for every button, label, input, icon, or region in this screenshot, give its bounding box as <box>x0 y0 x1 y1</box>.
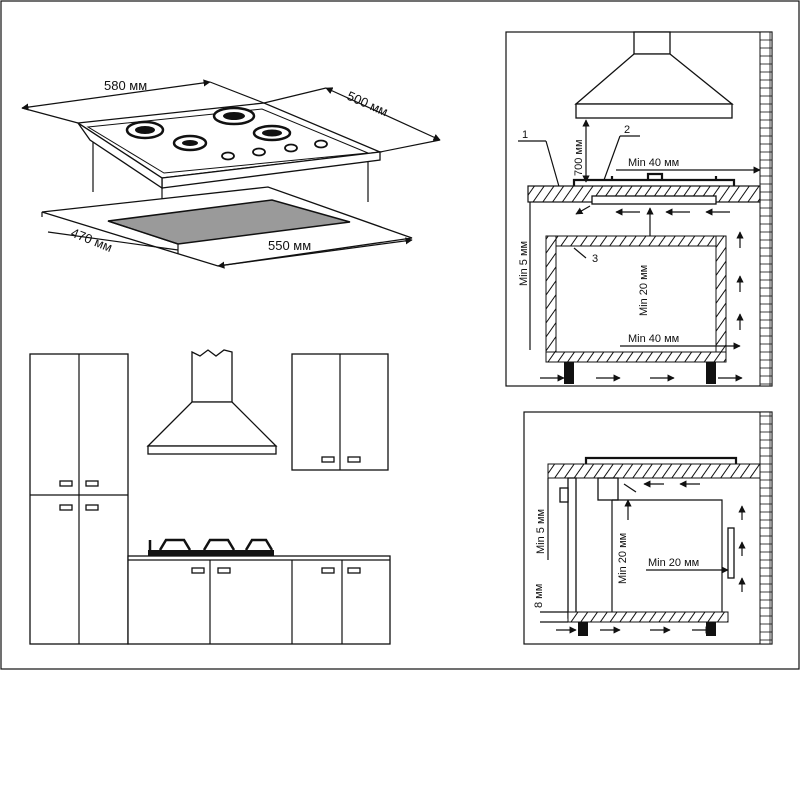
cutout-width-label: 550 мм <box>268 238 311 253</box>
cabinet-shelf-top <box>547 235 725 247</box>
hob-dimension-drawing: 580 мм 500 мм 470 мм 550 мм <box>21 78 441 269</box>
cabinet-floor-bottom <box>567 611 729 623</box>
installation-section-bottom: Min 5 мм Min 20 мм Min 20 мм 8 мм <box>523 411 773 645</box>
cabinet-side-bottom-left <box>567 477 577 619</box>
airflow-arrows-bottom <box>556 480 746 634</box>
section-hood <box>574 31 734 119</box>
min-20-label: Min 20 мм <box>638 265 650 316</box>
depth-label: 500 мм <box>345 88 391 119</box>
hood-height-label: 700 мм <box>573 139 585 176</box>
min-20-horizontal-label: Min 20 мм <box>648 557 699 569</box>
min-5-label: Min 5 мм <box>518 241 530 286</box>
min-40-top-label: Min 40 мм <box>628 157 679 169</box>
kitchen-front-view <box>29 349 391 645</box>
countertop-bottom <box>547 463 761 479</box>
front-hob <box>148 538 274 556</box>
cabinet-side-right <box>715 235 727 361</box>
diagram-frame <box>0 0 800 670</box>
part-3-label: 3 <box>592 253 598 265</box>
min-40-bottom-label: Min 40 мм <box>628 333 679 345</box>
hob-burners <box>125 106 292 152</box>
cabinet-side-left <box>545 235 557 361</box>
min-5-bottom-label: Min 5 мм <box>535 509 547 554</box>
width-label: 580 мм <box>104 78 147 93</box>
brick-wall-top <box>759 31 773 387</box>
part-1-label: 1 <box>522 129 528 141</box>
gap-8-label: 8 мм <box>533 584 545 608</box>
range-hood <box>146 349 278 455</box>
hob-knobs <box>221 139 328 161</box>
min-20-vertical-label: Min 20 мм <box>617 533 629 584</box>
part-2-label: 2 <box>624 124 630 136</box>
installation-section-top: 700 мм 1 2 Min 40 мм <box>505 31 773 387</box>
cabinet-floor <box>545 351 727 363</box>
base-counter <box>127 555 391 645</box>
airflow-arrows-top <box>540 205 744 382</box>
brick-wall-bottom <box>759 411 773 645</box>
